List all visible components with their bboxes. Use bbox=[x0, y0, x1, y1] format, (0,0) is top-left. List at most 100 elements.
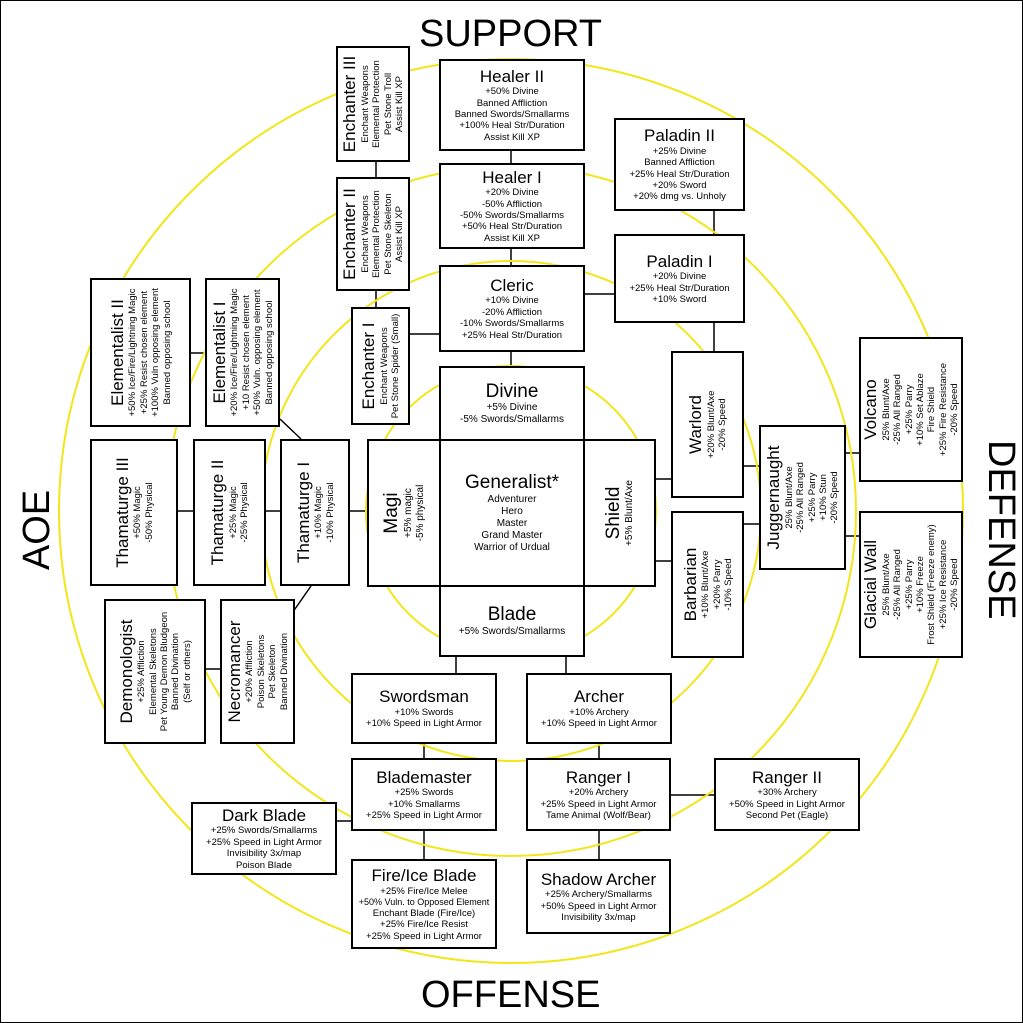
node-stat-lines: +10% Swords+10% Speed in Light Armor bbox=[366, 707, 482, 730]
node-stat-line: Banned Divination bbox=[170, 632, 182, 711]
node-stat-lines: +5% Swords/Smallarms bbox=[459, 626, 565, 638]
node-stat-line: Banned Swords/Smallarms bbox=[454, 109, 570, 121]
node-stat-line: +50% Heal Str/Duration bbox=[461, 221, 563, 233]
node-healer1: Healer I+20% Divine-50% Affliction-50% S… bbox=[439, 163, 585, 249]
elementalist2-content: Elementalist II+50% Ice/Fire/Lightning M… bbox=[92, 280, 189, 425]
node-title: Generalist* bbox=[465, 472, 559, 494]
node-title: Warlord bbox=[686, 395, 706, 454]
node-stat-line: +10% Speed in Light Armor bbox=[541, 718, 657, 730]
darkblade-content: Dark Blade+25% Swords/Smallarms+25% Spee… bbox=[193, 804, 335, 873]
node-stat-line: 25% Blunt/Axe bbox=[783, 466, 795, 529]
node-stat-lines: +25% Magic-25% Physical bbox=[228, 482, 251, 542]
node-stat-line: +50% Ice/Fire/Lightning Magic bbox=[127, 288, 139, 417]
node-stat-lines: +10% Archery+10% Speed in Light Armor bbox=[541, 707, 657, 730]
shadowarcher-content: Shadow Archer+25% Archery/Smallarms+50% … bbox=[528, 861, 669, 932]
node-stat-line: +10 Resist chosen element bbox=[240, 295, 252, 410]
node-thaumaturge2: Thamaturge II+25% Magic-25% Physical bbox=[193, 439, 266, 586]
node-title: Glacial Wall bbox=[861, 539, 881, 630]
node-fireiceblade: Fire/Ice Blade+25% Fire/Ice Melee+50% Vu… bbox=[351, 859, 497, 949]
node-stat-line: -5% Swords/Smallarms bbox=[460, 414, 564, 426]
node-title: Archer bbox=[573, 687, 625, 707]
node-stat-line: +50% Magic bbox=[132, 486, 144, 539]
node-blademaster: Blademaster+25% Swords+10% Smallarms+25%… bbox=[351, 758, 497, 831]
node-blade: Blade+5% Swords/Smallarms bbox=[439, 585, 585, 657]
axis-label-offense: OFFENSE bbox=[421, 974, 601, 1016]
paladin1-content: Paladin I+20% Divine+25% Heal Str/Durati… bbox=[616, 236, 743, 321]
node-stat-lines: 25% Blunt/Axe-25% All Ranged+25% Parry+1… bbox=[784, 462, 841, 533]
node-stat-line: Banned Divination bbox=[278, 632, 290, 711]
node-stat-line: Assist Kill XP bbox=[484, 232, 540, 244]
node-stat-line: +25% Speed in Light Armor bbox=[540, 798, 657, 810]
node-stat-line: -20% Speed bbox=[717, 398, 729, 451]
node-stat-line: Elemental Protection bbox=[371, 60, 383, 148]
node-stat-line: Assist Kill XP bbox=[394, 206, 406, 262]
node-stat-lines: +25% Fire/Ice Melee+50% Vuln. to Opposed… bbox=[359, 886, 490, 942]
node-title: Thamaturge I bbox=[293, 461, 313, 564]
node-title: Swordsman bbox=[379, 687, 469, 707]
node-stat-line: Invisibility 3x/map bbox=[561, 911, 636, 923]
node-stat-line: +25% Heal Str/Duration bbox=[461, 329, 563, 341]
node-stat-line: +20% Parry bbox=[711, 559, 723, 610]
node-stat-line: +50% Vuln. to Opposed Element bbox=[358, 896, 490, 907]
node-stat-line: +25% Parry bbox=[903, 384, 915, 435]
node-stat-line: +10% Blunt/Axe bbox=[700, 550, 712, 619]
node-stat-lines: +20% Ice/Fire/Lightning Magic+10 Resist … bbox=[229, 288, 275, 416]
node-stat-lines: +20% Divine-50% Affliction-50% Swords/Sm… bbox=[460, 187, 564, 244]
ranger1-content: Ranger I+20% Archery+25% Speed in Light … bbox=[528, 760, 669, 829]
node-title: Paladin II bbox=[644, 126, 715, 146]
node-stat-line: -25% All Ranged bbox=[795, 462, 807, 533]
node-stat-line: +25% Heal Str/Duration bbox=[629, 168, 730, 180]
node-elementalist2: Elementalist II+50% Ice/Fire/Lightning M… bbox=[90, 278, 191, 427]
node-title: Thamaturge III bbox=[112, 457, 132, 568]
node-stat-line: Poison Blade bbox=[236, 859, 292, 871]
node-stat-line: +20% Affliction bbox=[244, 640, 256, 703]
swordsman-content: Swordsman+10% Swords+10% Speed in Light … bbox=[353, 675, 495, 742]
node-stat-line: +5% magic bbox=[402, 488, 414, 538]
node-stat-line: +25% Speed in Light Armor bbox=[366, 809, 482, 821]
blade-content: Blade+5% Swords/Smallarms bbox=[441, 587, 583, 655]
node-stat-line: +20% Archery bbox=[568, 787, 629, 799]
node-title: Shadow Archer bbox=[540, 869, 657, 889]
healer1-content: Healer I+20% Divine-50% Affliction-50% S… bbox=[441, 165, 583, 247]
node-title: Demonologist bbox=[116, 619, 136, 724]
axis-label-aoe: AOE bbox=[16, 489, 58, 571]
node-stat-line: +20% Ice/Fire/Lightning Magic bbox=[229, 288, 241, 417]
node-title: Magi bbox=[381, 492, 403, 534]
node-stat-line: -10% Physical bbox=[324, 482, 336, 543]
node-stat-line: +50% Speed in Light Armor bbox=[540, 900, 657, 912]
node-stat-line: Master bbox=[496, 517, 528, 529]
node-stat-line: -25% All Ranged bbox=[892, 549, 904, 620]
ranger2-content: Ranger II+30% Archery+50% Speed in Light… bbox=[716, 760, 858, 829]
node-stat-line: +20% Divine bbox=[652, 271, 707, 283]
node-stat-lines: +50% Magic-50% Physical bbox=[132, 482, 155, 542]
node-stat-line: -50% Affliction bbox=[481, 198, 543, 210]
node-title: Blade bbox=[487, 604, 537, 626]
node-stat-line: +10% Set Ablaze bbox=[915, 373, 927, 446]
node-cleric: Cleric+10% Divine-20% Affliction-10% Swo… bbox=[439, 265, 585, 352]
node-stat-line: +10% Smallarms bbox=[387, 798, 461, 810]
node-stat-line: +20% Blunt/Axe bbox=[705, 390, 717, 459]
node-stat-lines: +20% Divine+25% Heal Str/Duration+10% Sw… bbox=[629, 271, 729, 305]
node-stat-line: Pet Skeleton bbox=[267, 644, 279, 699]
node-stat-line: 25% Blunt/Axe bbox=[880, 553, 892, 616]
node-stat-line: -10% Speed bbox=[722, 558, 734, 611]
node-title: Juggernaught bbox=[764, 445, 784, 550]
node-magi: Magi+5% magic-5% physical bbox=[367, 439, 441, 587]
node-stat-line: -25% Physical bbox=[239, 482, 251, 543]
fireiceblade-content: Fire/Ice Blade+25% Fire/Ice Melee+50% Vu… bbox=[353, 861, 495, 947]
